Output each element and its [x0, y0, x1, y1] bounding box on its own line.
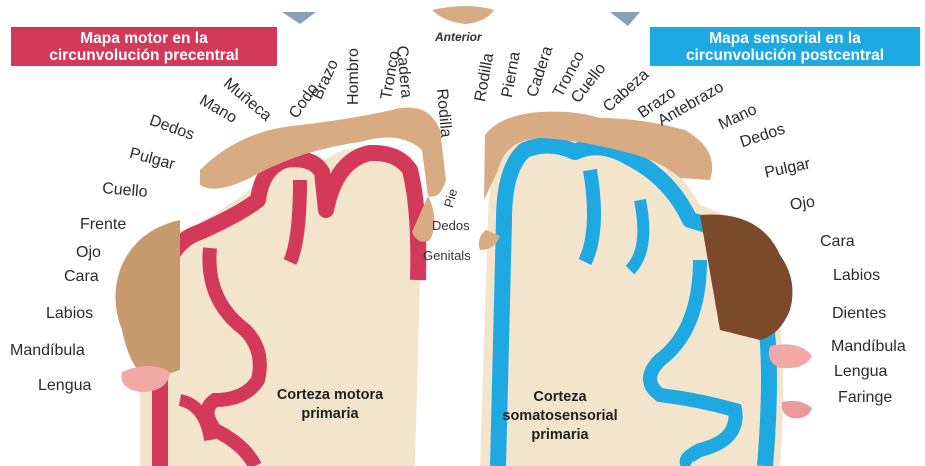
sensory-banner-line-2: circunvolución postcentral [658, 47, 912, 64]
motor-label-lengua: Lengua [38, 377, 91, 395]
motor-label-labios: Labios [46, 305, 93, 323]
motor-label-hombro: Hombro [345, 48, 363, 105]
motor-banner-line-1: Mapa motor en la [19, 30, 269, 47]
motor-map-banner: Mapa motor en la circunvolución precentr… [11, 27, 277, 66]
motor-caption-line-1: Corteza motora [255, 386, 405, 405]
sensory-cortex-caption: Corteza somatosensorial primaria [490, 388, 630, 445]
motor-label-ojo: Ojo [76, 244, 101, 262]
sensory-banner-line-1: Mapa sensorial en la [658, 30, 912, 47]
sensory-label-dientes: Dientes [832, 305, 886, 323]
motor-cortex-caption: Corteza motora primaria [255, 386, 405, 424]
sensory-map-banner: Mapa sensorial en la circunvolución post… [650, 27, 920, 66]
sensory-caption-line-1: Corteza [490, 388, 630, 407]
sensory-label-lengua: Lengua [834, 363, 887, 381]
motor-label-cara: Cara [64, 268, 99, 286]
sensory-pharynx [782, 401, 812, 418]
sensory-label-cara: Cara [820, 233, 855, 251]
sensory-caption-line-3: primaria [490, 426, 630, 445]
motor-label-cuello: Cuello [101, 180, 148, 202]
sensory-caption-line-2: somatosensorial [490, 407, 630, 426]
motor-banner-line-2: circunvolución precentral [19, 47, 269, 64]
motor-label-genitals: Genitals [423, 247, 471, 265]
sensory-label-labios: Labios [833, 267, 880, 285]
sensory-label-faringe: Faringe [838, 389, 892, 407]
motor-caption-line-2: primaria [255, 405, 405, 424]
arrow-right-icon [610, 12, 640, 26]
motor-label-mandibula: Mandíbula [10, 342, 85, 360]
motor-label-dedos-pie: Dedos [432, 217, 470, 235]
top-foot [432, 6, 494, 24]
arrow-left-icon [282, 12, 316, 24]
sensory-label-mandibula: Mandíbula [831, 338, 906, 356]
anterior-label: Anterior [435, 30, 482, 44]
motor-label-frente: Frente [80, 216, 126, 234]
sensory-label-ojo: Ojo [789, 194, 816, 215]
sensory-tongue [769, 344, 812, 368]
motor-head [115, 220, 180, 380]
